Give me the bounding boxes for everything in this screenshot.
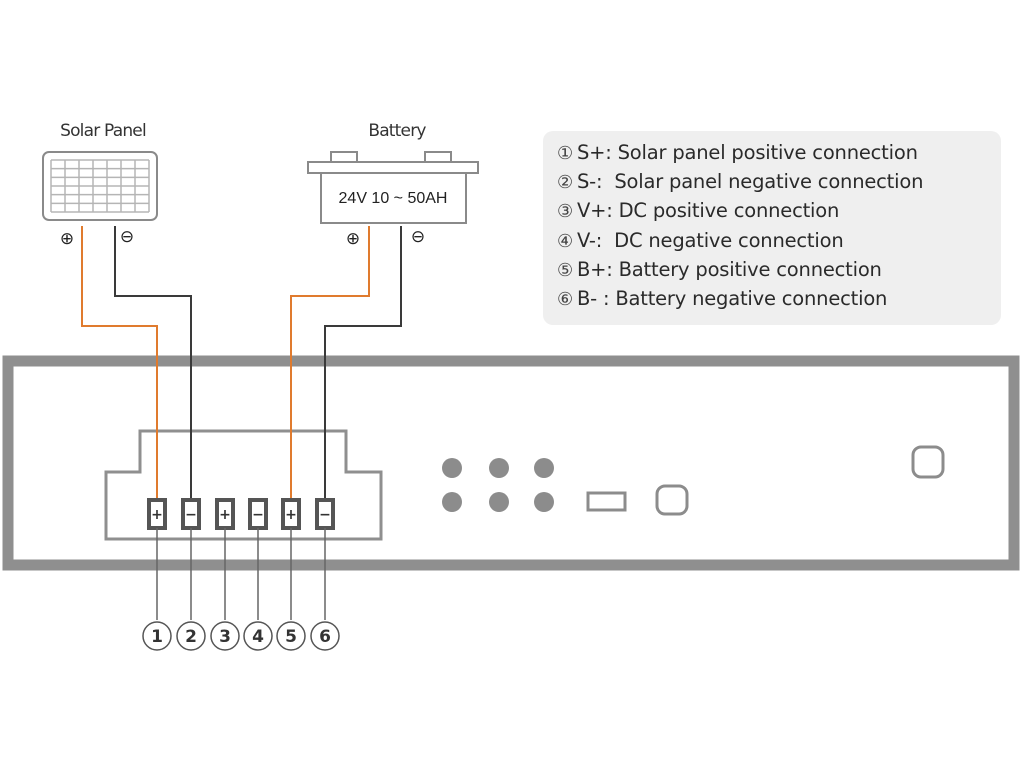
terminal-number-circle: [243, 621, 273, 651]
terminal-number: 2: [185, 627, 197, 647]
usb-port-icon: [586, 491, 627, 512]
terminal-number-circle: [142, 621, 172, 651]
terminal-number-circle: [276, 621, 306, 651]
terminal-3[interactable]: +3: [210, 498, 240, 651]
led-indicator: [534, 492, 554, 512]
indicator-leds: [442, 458, 554, 512]
terminal-symbol: −: [252, 507, 264, 523]
led-indicator: [489, 458, 509, 478]
terminal-symbol: +: [151, 507, 163, 523]
terminal-number: 3: [219, 627, 231, 647]
terminal-symbol: +: [219, 507, 231, 523]
terminal-1[interactable]: +1: [142, 498, 172, 651]
battery-positive-symbol: ⊕: [346, 229, 360, 249]
terminal-number: 6: [319, 627, 331, 647]
terminal-number: 1: [151, 627, 163, 647]
terminal-4[interactable]: −4: [243, 498, 273, 651]
terminal-symbol: +: [285, 507, 297, 523]
battery-positive-wire: [290, 226, 370, 500]
terminal-symbol: −: [319, 507, 331, 523]
solar-negative-symbol: ⊖: [120, 227, 134, 247]
solar-panel-icon: [42, 151, 158, 221]
led-indicator: [534, 458, 554, 478]
terminal-number-circle: [210, 621, 240, 651]
battery-negative-wire: [324, 226, 402, 500]
battery-icon: [307, 151, 479, 224]
terminal-block: [104, 429, 383, 541]
led-indicator: [442, 458, 462, 478]
terminal-6[interactable]: −6: [310, 498, 340, 651]
solar-positive-symbol: ⊕: [60, 229, 74, 249]
terminal-number-circle: [176, 621, 206, 651]
terminal-number-circle: [310, 621, 340, 651]
controller-housing: [2, 355, 1020, 571]
terminal-number: 5: [285, 627, 297, 647]
terminal-5[interactable]: +5: [276, 498, 306, 651]
power-button-icon[interactable]: [911, 445, 945, 479]
terminal-number: 4: [252, 627, 264, 647]
solar-positive-wire: [81, 226, 158, 500]
battery-negative-symbol: ⊖: [411, 227, 425, 247]
led-indicator: [442, 492, 462, 512]
terminal-2[interactable]: −2: [176, 498, 206, 651]
solar-panel-label: Solar Panel: [60, 121, 146, 141]
led-indicator: [489, 492, 509, 512]
battery-spec: 24V 10 ~ 50AH: [339, 190, 448, 207]
terminal-symbol: −: [185, 507, 197, 523]
button-icon[interactable]: [655, 484, 689, 516]
battery-label: Battery: [368, 121, 426, 141]
solar-negative-wire: [114, 226, 192, 500]
